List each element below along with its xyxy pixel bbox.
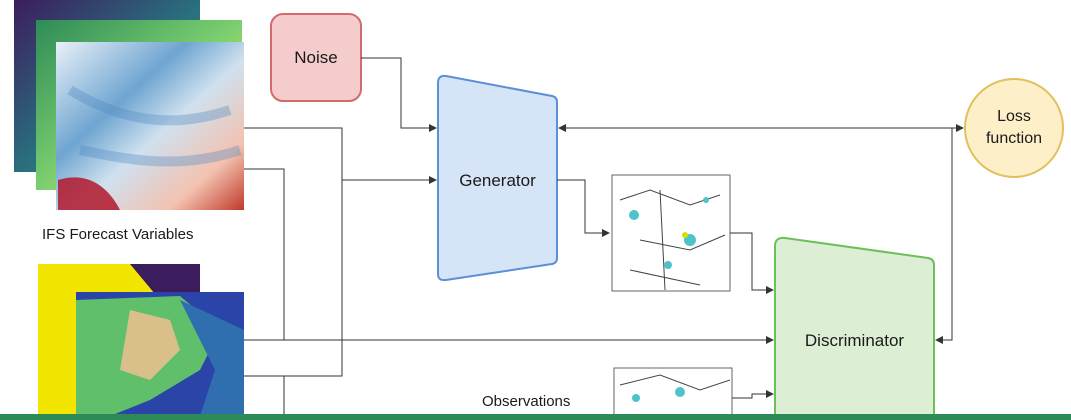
generator-label: Generator: [459, 171, 536, 190]
generated-precip-blob: [682, 232, 688, 238]
noise-label: Noise: [294, 47, 338, 67]
arrow-ifs-to-generator: [244, 127, 437, 184]
static-coast: [180, 300, 244, 416]
ifs-forecast-stack: [14, 0, 244, 210]
arrow-generator-to-map: [557, 179, 610, 237]
line-ifs-to-discriminator: [244, 168, 285, 340]
discriminator-node: [774, 236, 935, 420]
observations-label: Observations: [482, 393, 571, 410]
generated-map-frame: [611, 174, 731, 292]
ifs-field-hot-region: [58, 177, 120, 210]
line-static-bottom: [244, 376, 285, 417]
arrow-observations-to-discriminator: [732, 390, 774, 399]
line-static-to-generator: [244, 180, 343, 377]
static-fields-stack: [38, 264, 244, 416]
connectors: [244, 57, 964, 417]
discriminator-label: Discriminator: [804, 331, 905, 350]
footer-bar: [0, 414, 1071, 420]
ifs-forecast-variables-label: IFS Forecast Variables: [42, 226, 194, 243]
generated-precip-blob: [629, 210, 639, 220]
observation-map: [613, 367, 733, 420]
static-highlands: [120, 310, 180, 380]
arrow-map-to-discriminator: [730, 232, 774, 294]
loss-function-node: [964, 78, 1064, 178]
generator-node: [437, 74, 558, 282]
generated-map-borders: [619, 189, 726, 291]
arrow-noise-to-generator: [361, 57, 437, 132]
observation-precip-blob: [675, 387, 685, 397]
loss-line-2: function: [985, 130, 1043, 147]
ifs-field-swirl: [67, 85, 242, 167]
generated-precip-map: [611, 174, 731, 292]
arrow-loss-to-discriminator: [935, 128, 953, 344]
observation-precip-blob: [632, 394, 640, 402]
observation-map-frame: [613, 367, 733, 420]
observation-map-borders: [619, 374, 731, 391]
loss-line-1: Loss: [997, 108, 1031, 125]
generated-precip-blob: [703, 197, 709, 203]
static-layer-back-shape: [130, 264, 200, 300]
generated-precip-blob: [664, 261, 672, 269]
loss-function-label: Loss function: [965, 79, 1063, 177]
